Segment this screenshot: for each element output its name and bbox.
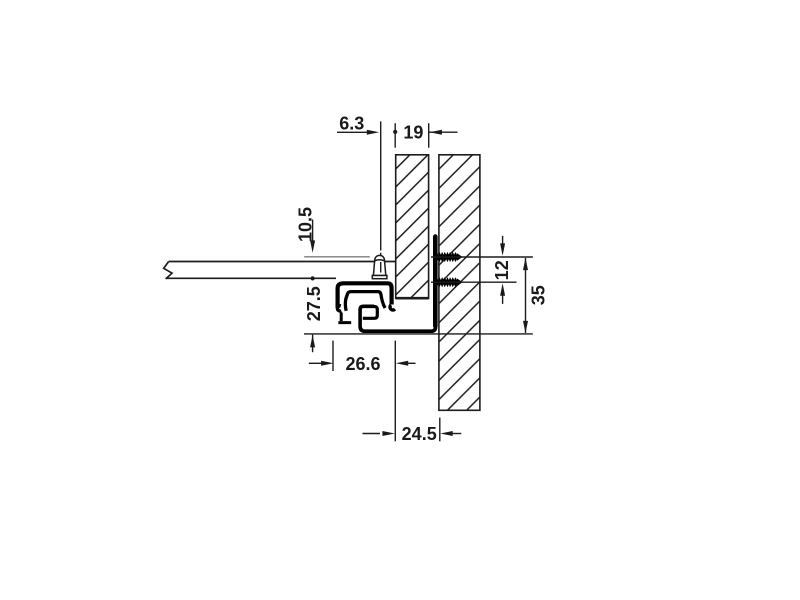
svg-text:26.6: 26.6 <box>345 354 380 374</box>
svg-text:12: 12 <box>492 260 512 280</box>
svg-text:10.5: 10.5 <box>296 207 316 242</box>
svg-text:35: 35 <box>529 285 549 305</box>
svg-text:27.5: 27.5 <box>304 286 324 321</box>
svg-text:6.3: 6.3 <box>339 113 364 133</box>
svg-text:24.5: 24.5 <box>402 424 437 444</box>
svg-text:19: 19 <box>403 123 423 143</box>
